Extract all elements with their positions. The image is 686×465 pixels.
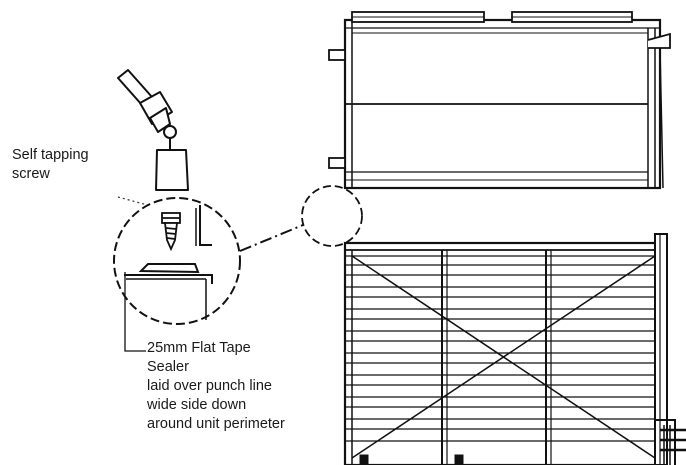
screw-icon: [161, 212, 181, 252]
sealer-label-line-1: 25mm Flat Tape: [147, 340, 251, 356]
screwdriver-tool: [117, 69, 189, 191]
unit-front-view: [343, 233, 686, 465]
unit-side-view: [328, 11, 671, 190]
sealer-label-line-2: Sealer: [147, 359, 189, 375]
sealer-label-line-5: around unit perimeter: [147, 416, 285, 432]
sealer-label-line-4: wide side down: [147, 397, 247, 413]
callout-circle: [301, 185, 363, 247]
tape-sealer-label: 25mm Flat Tape Sealer laid over punch li…: [147, 339, 357, 434]
tape-sealer-shape: [138, 263, 200, 274]
sealer-leader-line: [124, 272, 146, 352]
callout-connector: [239, 224, 304, 252]
screw-label-line-2: screw: [12, 166, 50, 182]
detail-circle: [113, 197, 241, 325]
screw-label-line-1: Self tapping: [12, 147, 89, 163]
sealer-label-line-3: laid over punch line: [147, 378, 272, 394]
self-tapping-screw-label: Self tapping screw: [12, 146, 152, 184]
